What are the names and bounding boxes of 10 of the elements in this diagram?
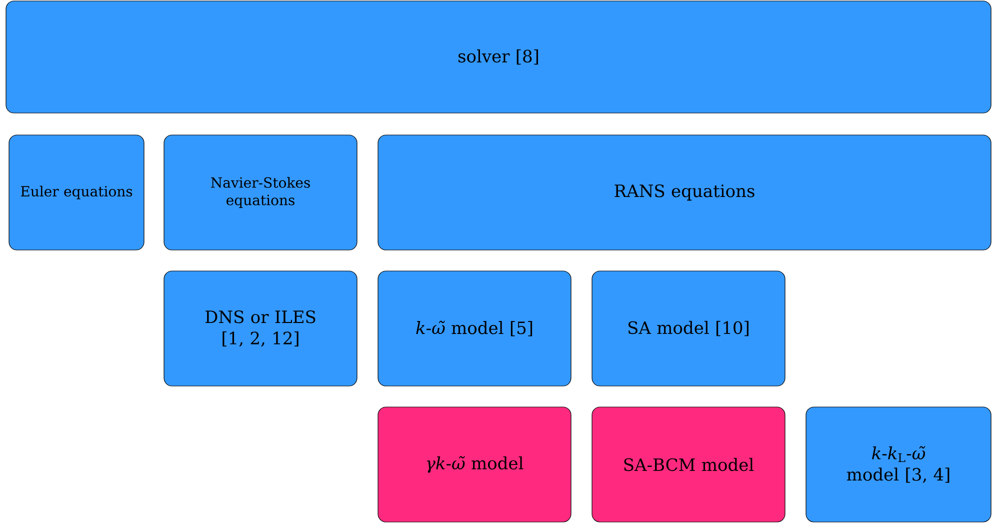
equation-box: RANS equations <box>378 134 992 250</box>
equation-box: Navier-Stokes equations <box>164 134 358 250</box>
model-box: k-k$_{L}$-ω̃ model [3, 4] <box>806 406 992 522</box>
solver-box: solver [8] <box>6 0 992 114</box>
model-box: SA model [10] <box>592 270 786 386</box>
model-box: SA-BCM model <box>592 406 786 522</box>
model-box: DNS or ILES [1, 2, 12] <box>164 270 358 386</box>
model-box: γk-ω̃ model <box>378 406 572 522</box>
equation-box: Euler equations <box>8 134 144 250</box>
model-box: k-ω̃ model [5] <box>378 270 572 386</box>
